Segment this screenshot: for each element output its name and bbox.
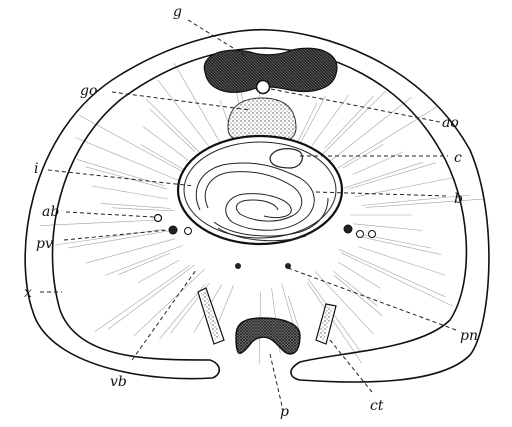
label-i: i (34, 161, 38, 177)
muscle-fibre (300, 96, 326, 145)
ganglion-g (204, 48, 337, 92)
muscle-fibre (146, 99, 207, 160)
label-ao: ao (442, 115, 459, 131)
muscle-fibre (353, 224, 423, 231)
muscle-fibre (95, 266, 190, 332)
muscle-fibre (334, 275, 382, 316)
muscle-fibre (92, 186, 168, 199)
label-ab: ab (42, 204, 59, 220)
muscle-fibre (101, 203, 171, 208)
sole-p (236, 318, 300, 354)
muscle-fibre (138, 260, 179, 283)
muscle-fibre (86, 167, 167, 189)
muscle-fibre (348, 163, 436, 189)
muscle-fibre (55, 229, 163, 245)
muscle-fibre (338, 262, 381, 288)
muscle-fibre (355, 178, 454, 197)
muscle-fibre (141, 145, 185, 170)
label-pv: pv (36, 236, 53, 252)
structure-c (270, 149, 302, 168)
muscle-fibre (40, 220, 158, 226)
label-b: b (454, 191, 463, 207)
muscle-fibre (333, 271, 377, 306)
label-ct: ct (370, 398, 384, 414)
muscle-fibre (358, 236, 441, 254)
label-g: g (173, 4, 182, 20)
label-go: go (80, 83, 97, 99)
muscle-fibre (343, 162, 423, 188)
muscle-fibre (312, 95, 349, 146)
muscle-fibre (105, 246, 183, 276)
muscle-fibre (355, 233, 431, 248)
muscle-fibre (308, 283, 362, 363)
label-x: x (24, 285, 32, 301)
muscle-fibre (143, 127, 188, 161)
muscle-fibre (308, 279, 361, 353)
body-cavity (178, 136, 342, 244)
label-pn: pn (460, 328, 478, 344)
aorta-ao (257, 81, 270, 94)
muscle-fibre (296, 103, 317, 146)
muscle-fibre (118, 253, 170, 274)
label-vb: vb (110, 374, 127, 390)
muscle-fibre (339, 249, 446, 296)
label-p: p (280, 404, 289, 420)
muscle-fibre (150, 109, 195, 152)
muscle-fibre (77, 159, 165, 186)
muscle-fibre (358, 247, 445, 276)
muscle-fibre (341, 253, 453, 306)
label-c: c (454, 150, 462, 166)
muscle-fibre (68, 231, 168, 248)
